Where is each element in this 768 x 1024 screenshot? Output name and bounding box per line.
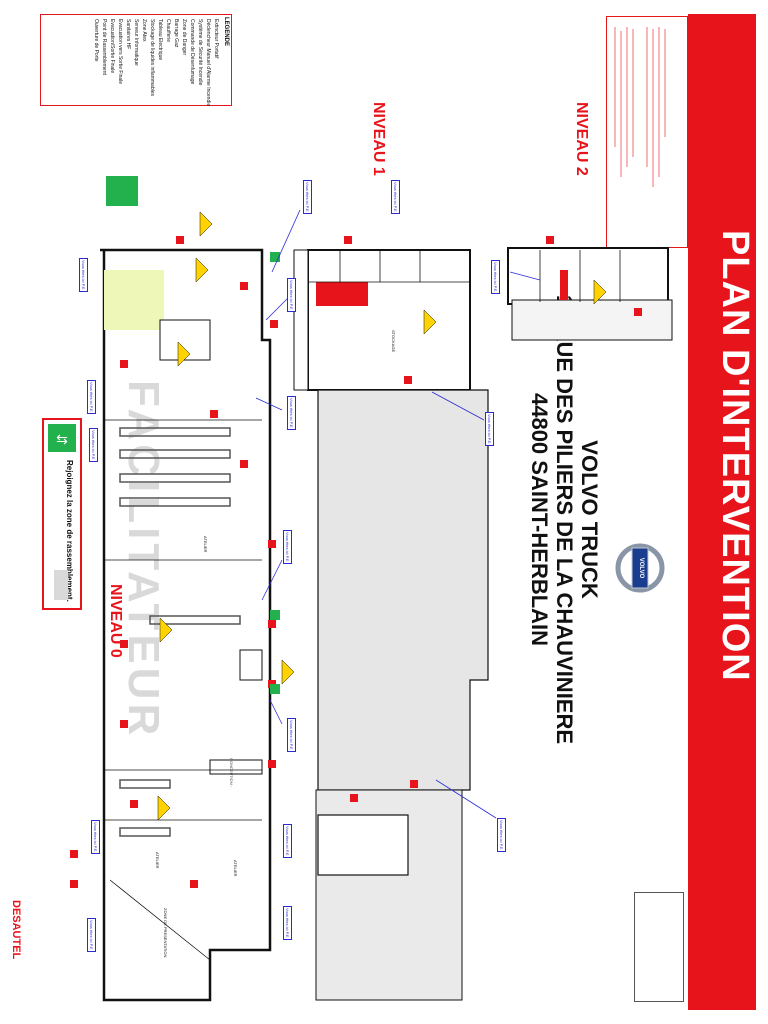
- you-are-here-marker: Vous êtes ici P.E: [283, 906, 292, 940]
- you-are-here-marker: Vous êtes ici P.E: [391, 180, 400, 214]
- you-are-here-marker: Vous êtes ici P.E: [283, 530, 292, 564]
- rally-point-icon: ⇆: [48, 424, 76, 452]
- legend-box: LEGENDE Extincteur Portatif Déclencheur …: [40, 14, 232, 106]
- you-are-here-marker: Vous êtes ici P.E: [491, 260, 500, 294]
- title-band: [688, 14, 756, 1010]
- you-are-here-marker: Vous êtes ici P.E: [283, 824, 292, 858]
- danger-icons: [157, 211, 607, 821]
- rally-point-box: ⇆ Rejoignez la zone de rassemblement.: [42, 418, 82, 610]
- you-are-here-marker: Vous êtes ici P.E: [485, 412, 494, 446]
- you-are-here-marker: Vous êtes ici P.E: [79, 258, 88, 292]
- volvo-logo-icon: VOLVO: [615, 543, 665, 593]
- rally-point-bar: [54, 570, 68, 600]
- you-are-here-marker: Vous êtes ici P.E: [87, 380, 96, 414]
- you-are-here-marker: Vous êtes ici P.E: [287, 278, 296, 312]
- room-label: ZONE DE PRESENTATION: [163, 908, 168, 958]
- you-are-here-marker: Vous êtes ici P.E: [87, 918, 96, 952]
- signature-box: [634, 892, 684, 1002]
- level-1-plan: [307, 249, 471, 391]
- room-label: ATELIER: [155, 852, 160, 869]
- room-label: STOCKAGE: [391, 330, 396, 353]
- exit-icons: [106, 176, 280, 694]
- room-label: ATELIER: [233, 860, 238, 877]
- footer-conception: CONCEPTION :: [229, 758, 234, 787]
- grey-building: [315, 389, 489, 1001]
- you-are-here-marker: Vous êtes ici P.E: [497, 818, 506, 852]
- level-0-plan: [100, 248, 272, 1002]
- you-are-here-marker: Vous êtes ici P.E: [91, 820, 100, 854]
- level-2-plan: [507, 247, 673, 341]
- extinguisher-icons: [70, 236, 642, 888]
- room-label: ATELIER: [203, 536, 208, 553]
- notice-lines: [614, 27, 666, 187]
- brand-logo: DESAUTEL: [10, 900, 22, 960]
- logo-text: VOLVO: [638, 558, 644, 579]
- you-are-here-marker: Vous êtes ici P.E: [287, 718, 296, 752]
- you-are-here-marker: Vous êtes ici P.E: [287, 396, 296, 430]
- svg-text:⇆: ⇆: [56, 431, 68, 447]
- you-are-here-marker: Vous êtes ici P.E: [303, 180, 312, 214]
- you-are-here-arrows: [255, 209, 541, 819]
- you-are-here-marker: Vous êtes ici P.E: [89, 428, 98, 462]
